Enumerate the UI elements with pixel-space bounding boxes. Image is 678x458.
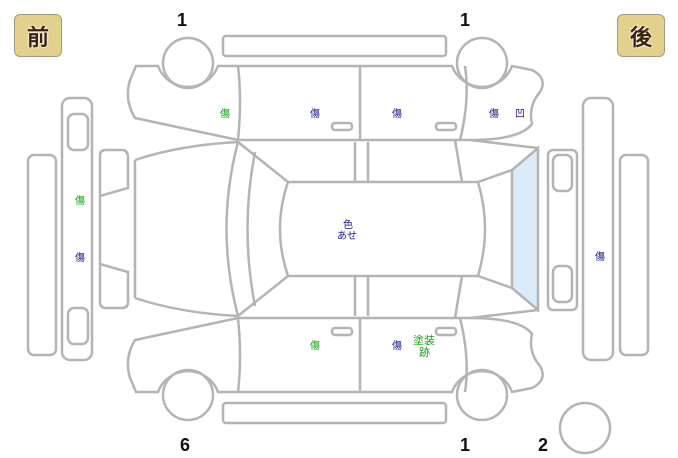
front-lamp-top xyxy=(66,112,90,152)
tire-count-front-top: 1 xyxy=(177,10,188,30)
lower-handle-rear xyxy=(434,326,458,337)
repaint-mark: 塗装 xyxy=(413,334,435,347)
rear-lamp-bottom xyxy=(551,264,574,304)
rear-glass xyxy=(510,145,540,313)
roof xyxy=(278,180,487,278)
upper-handle-rear xyxy=(434,121,458,132)
pillars xyxy=(353,138,539,320)
damage-mark: 傷 xyxy=(489,109,499,120)
fade-mark: あせ xyxy=(337,231,357,242)
front-grille xyxy=(98,148,130,310)
damage-mark: 傷 xyxy=(392,341,402,352)
tire-count-rear-top: 1 xyxy=(460,10,471,30)
windshield xyxy=(225,141,289,317)
lower-handle-front xyxy=(330,326,354,337)
rear-bumper-outer xyxy=(618,153,650,357)
upper-handle-front xyxy=(330,121,354,132)
tire-count-front-bottom: 6 xyxy=(180,435,191,455)
repaint-mark: 跡 xyxy=(419,346,430,359)
bottom-side-skirt xyxy=(221,401,448,425)
tire-count-rear-bottom: 1 xyxy=(460,435,471,455)
front-bumper xyxy=(60,96,94,362)
upper-door-lines xyxy=(236,65,468,141)
lower-door-lines xyxy=(236,317,468,393)
rear-bumper xyxy=(581,96,615,362)
hood xyxy=(133,140,239,318)
damage-mark: 傷 xyxy=(595,252,605,263)
damage-mark: 傷 xyxy=(75,196,85,207)
front-badge: 前 xyxy=(14,14,62,57)
front-bumper-outer xyxy=(26,153,58,357)
rear-gate xyxy=(546,148,579,312)
damage-mark: 傷 xyxy=(392,109,402,120)
damage-mark: 傷 xyxy=(310,109,320,120)
tire-count-spare: 2 xyxy=(538,435,549,455)
rear-badge: 後 xyxy=(617,14,665,57)
fade-mark: 色 xyxy=(343,220,353,231)
damage-mark: 傷 xyxy=(75,253,85,264)
damage-mark: 傷 xyxy=(220,109,230,120)
rear-lamp-top xyxy=(551,153,574,193)
dent-mark: 凹 xyxy=(515,109,525,120)
top-side-skirt xyxy=(221,34,448,58)
damage-mark: 傷 xyxy=(310,341,320,352)
spare-tire xyxy=(558,401,612,455)
front-lamp-bottom xyxy=(66,306,90,346)
